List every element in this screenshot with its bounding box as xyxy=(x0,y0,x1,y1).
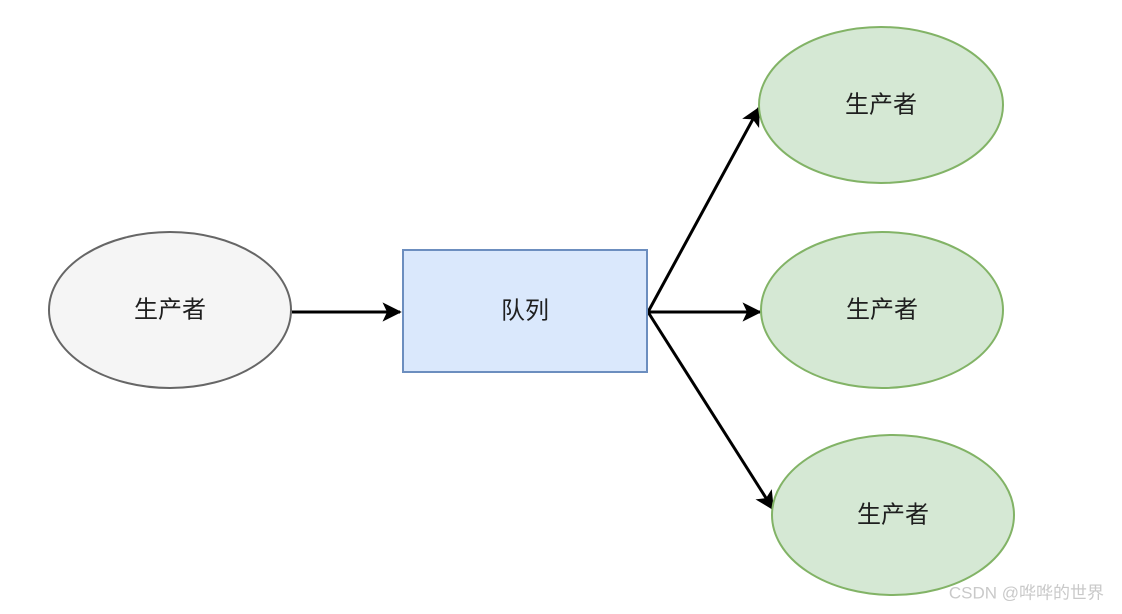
consumer-top-ellipse[interactable] xyxy=(758,26,1004,184)
edge-group xyxy=(292,106,775,511)
producer-source-ellipse[interactable] xyxy=(48,231,292,389)
node-consumer-top[interactable]: 生产者 xyxy=(758,26,1004,184)
consumer-middle-ellipse[interactable] xyxy=(760,231,1004,389)
consumer-bottom-ellipse[interactable] xyxy=(771,434,1015,596)
queue-rectangle[interactable] xyxy=(402,249,648,373)
edge-queue-to-consumer-bottom[interactable] xyxy=(646,311,775,511)
csdn-watermark: CSDN @哗哗的世界 xyxy=(949,583,1104,602)
node-consumer-bottom[interactable]: 生产者 xyxy=(771,434,1015,596)
node-queue[interactable]: 队列 xyxy=(402,249,648,373)
edge-queue-to-consumer-top[interactable] xyxy=(646,106,761,313)
node-producer-source[interactable]: 生产者 xyxy=(48,231,292,389)
node-consumer-middle[interactable]: 生产者 xyxy=(760,231,1004,389)
